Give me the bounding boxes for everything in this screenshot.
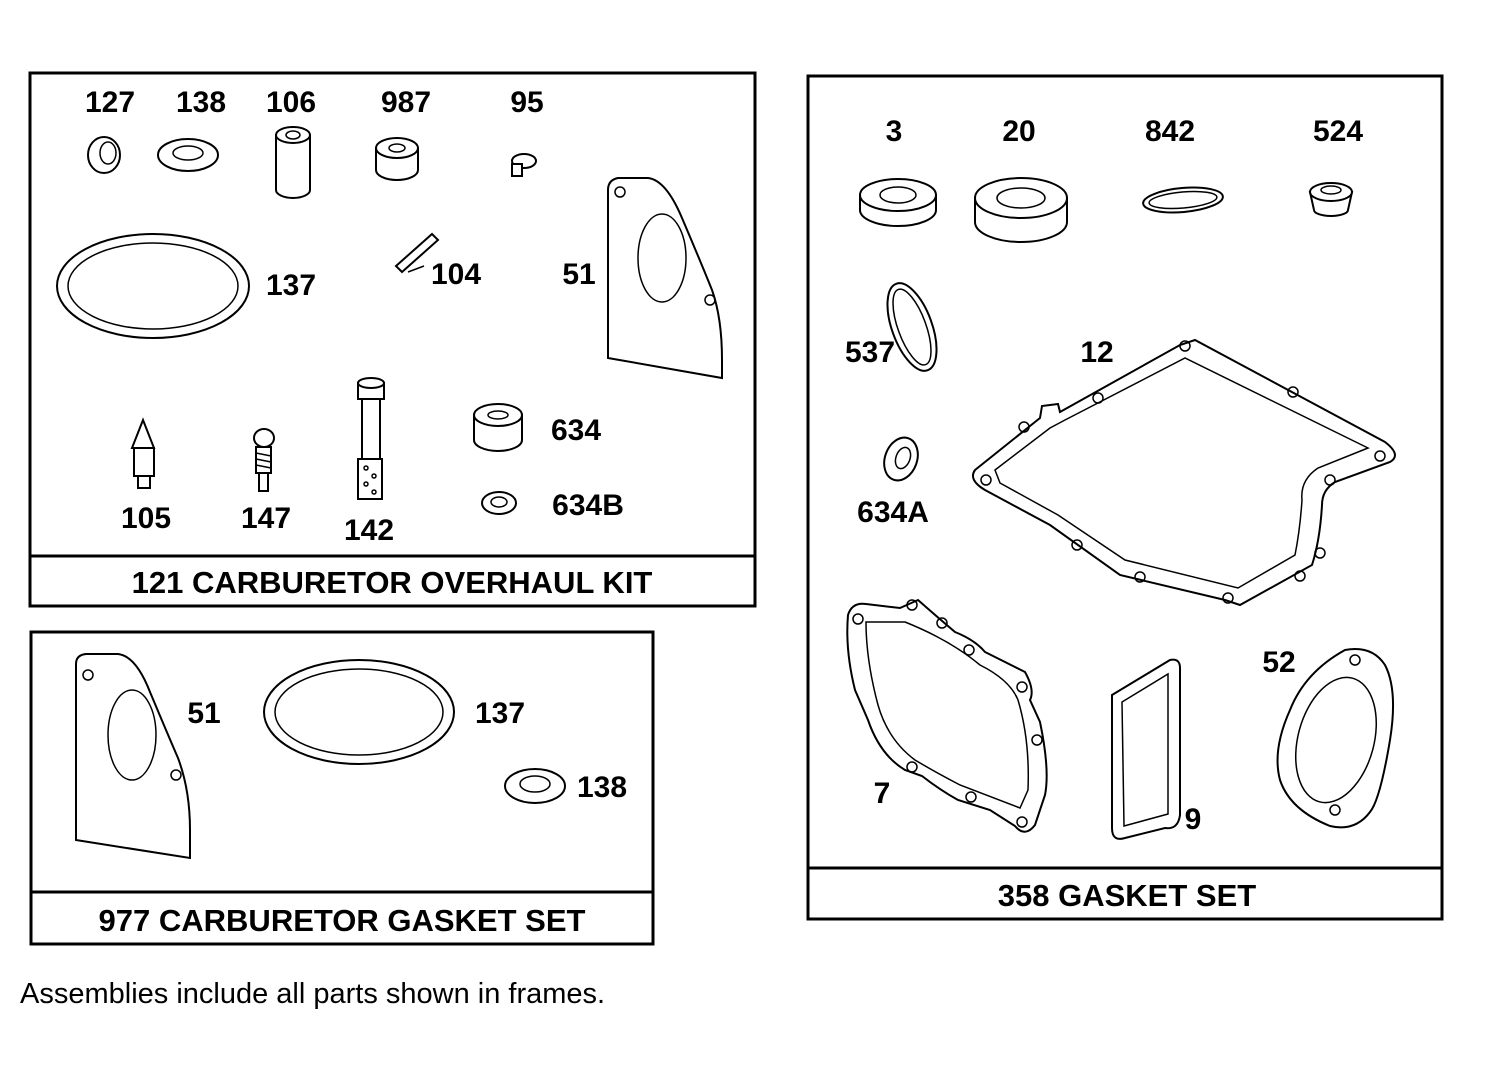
label-51: 51 xyxy=(562,258,595,291)
part-138-washer xyxy=(157,138,219,172)
overhaul-kit-caption: 121 CARBURETOR OVERHAUL KIT xyxy=(132,565,653,600)
part-51-gasket xyxy=(75,653,191,860)
label-52: 52 xyxy=(1262,646,1295,679)
part-137-o-ring xyxy=(263,659,455,765)
part-137-o-ring xyxy=(56,233,250,339)
label-137: 137 xyxy=(266,269,316,302)
label-987: 987 xyxy=(381,86,431,119)
part-138-washer xyxy=(504,768,566,804)
part-52-intake-gasket xyxy=(1276,648,1394,829)
label-137: 137 xyxy=(475,697,525,730)
label-147: 147 xyxy=(241,502,291,535)
part-3-oil-seal xyxy=(859,178,937,227)
label-634a: 634A xyxy=(857,496,929,529)
label-127: 127 xyxy=(85,86,135,119)
label-142: 142 xyxy=(344,514,394,547)
part-20-oil-seal xyxy=(974,177,1068,243)
part-147-screw xyxy=(253,428,275,492)
part-7-head-gasket xyxy=(846,598,1048,833)
part-51-gasket xyxy=(607,177,723,380)
label-12: 12 xyxy=(1080,336,1113,369)
gasket-set-caption: 358 GASKET SET xyxy=(998,878,1256,913)
footnote: Assemblies include all parts shown in fr… xyxy=(20,978,606,1010)
gasket-set-frame: 358 GASKET SET 3 20 842 524 xyxy=(806,74,1444,921)
part-12-crankcase-gasket xyxy=(972,338,1396,607)
label-634b: 634B xyxy=(552,489,624,522)
part-842-ring xyxy=(1142,186,1224,214)
label-51: 51 xyxy=(187,697,220,730)
part-634b-washer xyxy=(481,491,517,515)
part-105-needle xyxy=(130,417,156,489)
label-7: 7 xyxy=(874,777,891,810)
part-537-ring xyxy=(886,282,938,372)
label-138: 138 xyxy=(577,771,627,804)
overhaul-kit-frame: 121 CARBURETOR OVERHAUL KIT 127 138 106 … xyxy=(28,71,757,608)
label-537: 537 xyxy=(845,336,895,369)
label-524: 524 xyxy=(1313,115,1363,148)
part-634a-seal xyxy=(883,436,919,482)
label-105: 105 xyxy=(121,502,171,535)
label-9: 9 xyxy=(1185,803,1202,836)
carb-gasket-caption: 977 CARBURETOR GASKET SET xyxy=(99,903,586,938)
part-9-breather-gasket xyxy=(1111,658,1181,840)
part-106-sleeve xyxy=(275,126,311,199)
label-138: 138 xyxy=(176,86,226,119)
part-127-cap xyxy=(87,136,121,174)
label-20: 20 xyxy=(1002,115,1035,148)
part-987-bushing xyxy=(375,137,419,181)
label-104: 104 xyxy=(431,258,481,291)
label-842: 842 xyxy=(1145,115,1195,148)
part-95-screw xyxy=(511,153,537,177)
label-634: 634 xyxy=(551,414,601,447)
label-3: 3 xyxy=(886,115,903,148)
label-95: 95 xyxy=(510,86,543,119)
part-524-plug xyxy=(1308,182,1354,217)
part-104-pin xyxy=(394,232,440,274)
label-106: 106 xyxy=(266,86,316,119)
part-142-tube xyxy=(357,377,385,500)
carb-gasket-frame: 977 CARBURETOR GASKET SET 51 137 138 xyxy=(29,630,655,946)
part-634-bushing xyxy=(473,403,523,452)
